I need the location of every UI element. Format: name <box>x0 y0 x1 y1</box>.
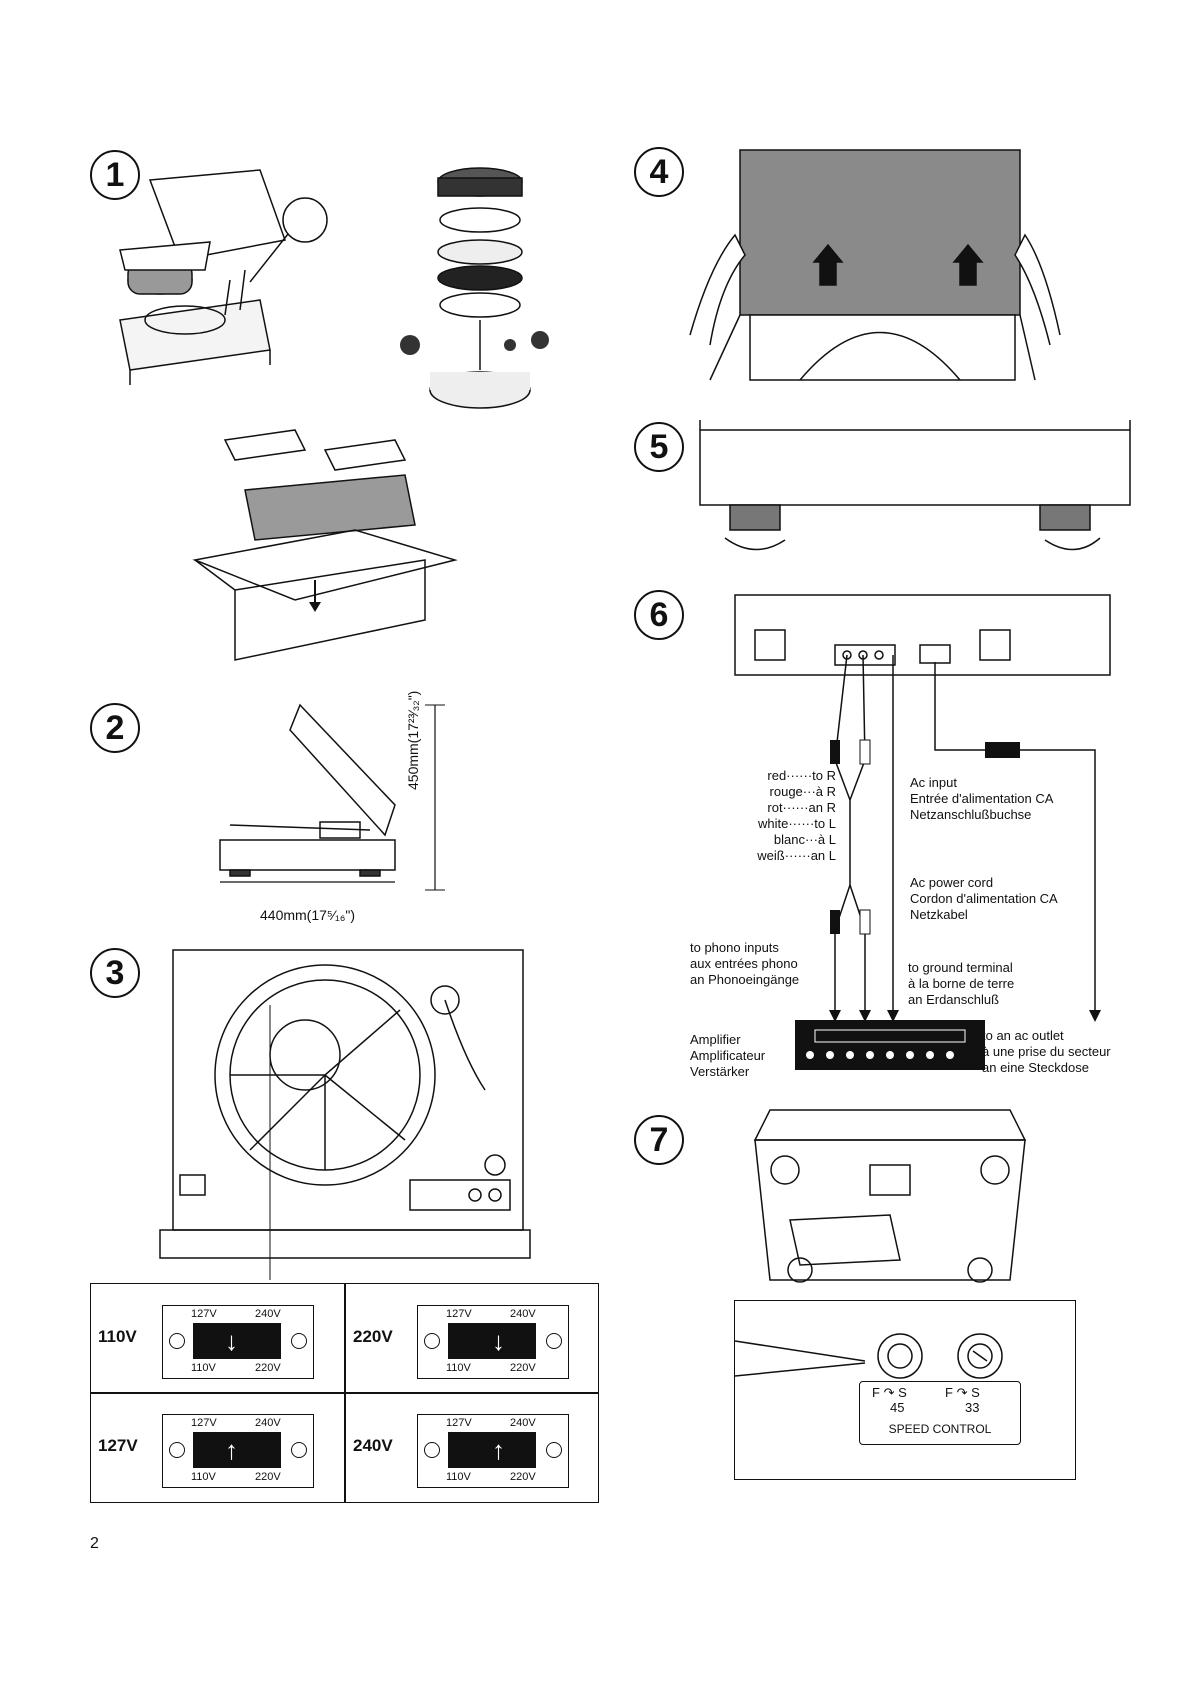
selector-plate <box>448 1323 536 1359</box>
step-4-marker: 4 <box>634 147 684 197</box>
exploded-packing-stack-illustration <box>400 167 549 409</box>
step-3-marker: 3 <box>90 948 140 998</box>
terminal-127v: 127V <box>446 1308 472 1320</box>
speed-45-label: 45 <box>890 1400 905 1415</box>
screw-icon <box>169 1442 185 1458</box>
adjust-feet-illustration <box>699 420 1131 551</box>
arrow-down-icon: ↓ <box>225 1326 238 1356</box>
voltage-selector-switch: 127V 240V 110V 220V ↑ <box>417 1414 569 1488</box>
voltage-label-127v: 127V <box>98 1436 138 1455</box>
terminal-220v: 220V <box>255 1362 281 1374</box>
terminal-127v: 127V <box>191 1417 217 1429</box>
selector-plate <box>448 1432 536 1468</box>
voltage-label-110v: 110V <box>98 1327 137 1346</box>
terminal-110v: 110V <box>446 1471 471 1483</box>
cable-color-codes: red······to R rouge···à R rot······an R … <box>757 768 836 863</box>
dimension-turntable-illustration <box>219 703 445 891</box>
page-number: 2 <box>90 1535 99 1552</box>
selector-plate <box>193 1432 281 1468</box>
terminal-220v: 220V <box>510 1471 536 1483</box>
terminal-110v: 110V <box>191 1362 216 1374</box>
screw-icon <box>546 1442 562 1458</box>
terminal-240v: 240V <box>255 1417 281 1429</box>
lifting-dust-cover-illustration <box>689 149 1061 381</box>
terminal-110v: 110V <box>446 1362 471 1374</box>
voltage-label-240v: 240V <box>353 1436 393 1455</box>
terminal-220v: 220V <box>510 1362 536 1374</box>
voltage-selector-switch: 127V 240V 110V 220V ↑ <box>162 1414 314 1488</box>
speed-33-label: 33 <box>965 1400 980 1415</box>
screw-icon <box>291 1333 307 1349</box>
terminal-127v: 127V <box>191 1308 217 1320</box>
step-6-marker: 6 <box>634 590 684 640</box>
arrow-up-icon: ↑ <box>492 1435 505 1465</box>
terminal-240v: 240V <box>510 1417 536 1429</box>
speed-control-panel: F ↷ S F ↷ S 45 33 SPEED CONTROL <box>734 1300 1076 1480</box>
turntable-top-view-illustration <box>159 949 531 1280</box>
arrow-up-icon: ↑ <box>225 1435 238 1465</box>
screw-icon <box>291 1442 307 1458</box>
screw-icon <box>546 1333 562 1349</box>
speed-adjust-box: F ↷ S F ↷ S 45 33 SPEED CONTROL <box>859 1381 1021 1445</box>
turntable-underside-illustration <box>753 1109 1027 1283</box>
voltage-selector-grid <box>90 1283 599 1503</box>
packing-box-illustration <box>192 429 458 661</box>
voltage-selector-switch: 127V 240V 110V 220V ↓ <box>417 1305 569 1379</box>
step-2-marker: 2 <box>90 703 140 753</box>
arrow-down-icon: ↓ <box>492 1326 505 1356</box>
terminal-110v: 110V <box>191 1471 216 1483</box>
width-dimension-label: 440mm(17⁵⁄₁₆") <box>258 907 358 923</box>
unpacking-turntable-illustration <box>119 169 328 385</box>
step-1-marker: 1 <box>90 150 140 200</box>
step-7-marker: 7 <box>634 1115 684 1165</box>
step-5-marker: 5 <box>634 422 684 472</box>
voltage-label-220v: 220V <box>353 1327 393 1346</box>
screw-icon <box>424 1442 440 1458</box>
voltage-selector-switch: 127V 240V 110V 220V ↓ <box>162 1305 314 1379</box>
screw-icon <box>169 1333 185 1349</box>
selector-plate <box>193 1323 281 1359</box>
terminal-240v: 240V <box>255 1308 281 1320</box>
height-dimension-label: 450mm(17²³⁄₃₂") <box>405 690 421 790</box>
terminal-240v: 240V <box>510 1308 536 1320</box>
terminal-220v: 220V <box>255 1471 281 1483</box>
speed-control-label: SPEED CONTROL <box>888 1422 992 1436</box>
terminal-127v: 127V <box>446 1417 472 1429</box>
connection-diagram <box>734 594 1111 1070</box>
screw-icon <box>424 1333 440 1349</box>
